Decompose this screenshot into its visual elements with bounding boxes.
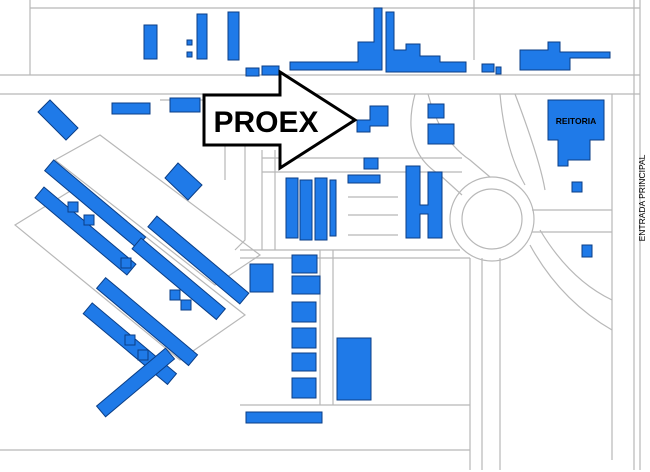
building (299, 179, 313, 241)
building (83, 214, 95, 226)
building (495, 66, 502, 75)
building (314, 177, 328, 241)
roundabout (461, 188, 523, 250)
building (124, 334, 136, 346)
building (336, 337, 372, 401)
building (120, 257, 132, 269)
building (405, 165, 443, 239)
building (581, 244, 593, 258)
building (147, 215, 250, 305)
building (227, 11, 240, 61)
building (95, 276, 199, 367)
building (249, 263, 274, 293)
building (291, 352, 317, 372)
building (519, 41, 611, 71)
building (285, 177, 299, 239)
building (37, 99, 79, 141)
building (291, 275, 321, 295)
building (481, 63, 495, 73)
building (363, 157, 379, 170)
building (131, 237, 227, 321)
road-label-entrada: ENTRADA PRINCIPAL (637, 154, 647, 241)
building (427, 123, 455, 145)
building (245, 67, 260, 77)
building (143, 24, 158, 60)
building (571, 181, 583, 193)
building (347, 174, 381, 184)
building (95, 347, 176, 418)
building (291, 301, 317, 323)
building (291, 327, 317, 349)
building (34, 186, 137, 276)
proex-label: PROEX (213, 106, 318, 139)
building (111, 102, 151, 115)
building (291, 377, 317, 399)
building (427, 103, 445, 119)
building (169, 289, 181, 301)
building (329, 179, 337, 237)
building (164, 162, 203, 201)
building (186, 39, 193, 46)
building (67, 201, 79, 213)
arrow-icon (202, 69, 358, 171)
building (385, 11, 467, 73)
building-proex (356, 105, 389, 133)
building (196, 13, 208, 60)
building-label-reitoria: REITORIA (556, 116, 596, 126)
building (169, 97, 201, 113)
building (180, 299, 192, 311)
building (291, 254, 318, 274)
proex-callout[interactable]: PROEX (202, 69, 358, 171)
building (245, 411, 323, 424)
buildings (34, 7, 611, 424)
building (289, 7, 383, 71)
building (261, 65, 280, 76)
building (137, 349, 149, 361)
building-reitoria (547, 99, 605, 167)
building (186, 51, 193, 58)
